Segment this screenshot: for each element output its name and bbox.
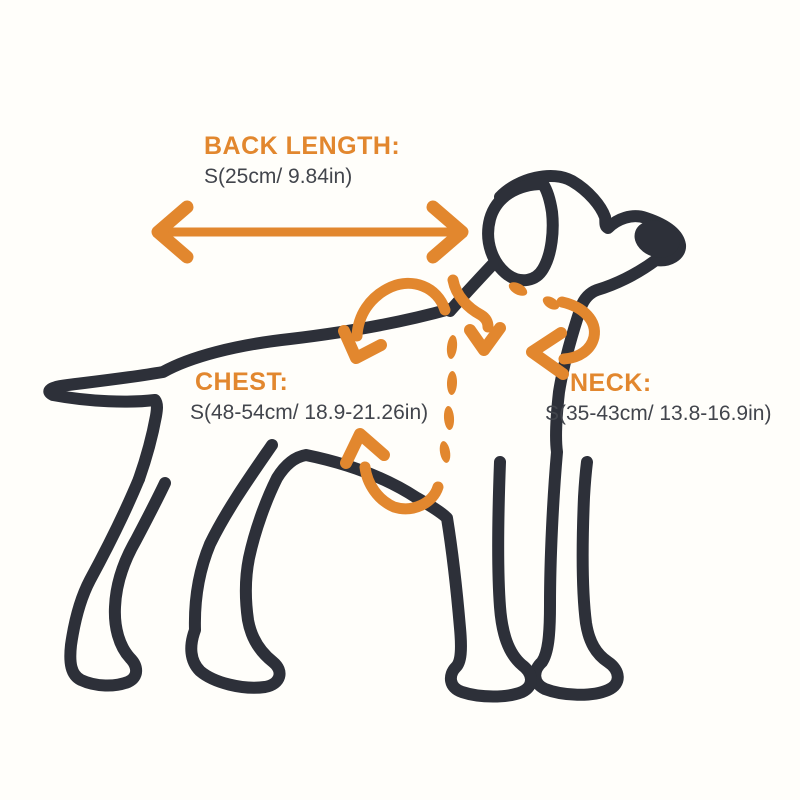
dog-outline bbox=[43, 170, 686, 703]
chest-dash bbox=[443, 406, 455, 430]
chest-dash bbox=[446, 335, 458, 359]
dog-rear-leg-far bbox=[64, 473, 171, 692]
belly-arrowhead bbox=[340, 428, 390, 469]
back-length-arrow bbox=[151, 200, 469, 264]
neck-value: S(35-43cm/ 13.8-16.9in) bbox=[545, 402, 772, 425]
chest-dash bbox=[446, 371, 458, 395]
belly-girth-arrow bbox=[340, 428, 444, 515]
measurement-arrows bbox=[151, 200, 600, 515]
chest-girth-arrow bbox=[338, 274, 506, 364]
back-length-value: S(25cm/ 9.84in) bbox=[204, 165, 353, 188]
dog-ear bbox=[482, 178, 559, 287]
dog-rear-leg-near-belly-front-leg-far bbox=[185, 439, 537, 703]
chest-arc-right bbox=[447, 274, 494, 333]
neck-arc bbox=[556, 296, 600, 365]
chest-dash bbox=[439, 441, 451, 463]
back-length-label: BACK LENGTH: S(25cm/ 9.84in) bbox=[204, 132, 400, 189]
neck-title: NECK: bbox=[570, 369, 652, 397]
neck-label: NECK: S(35-43cm/ 13.8-16.9in) bbox=[545, 369, 771, 426]
neck-arrowhead bbox=[526, 327, 569, 380]
chest-title: CHEST: bbox=[195, 368, 289, 396]
dog-nose bbox=[634, 220, 680, 258]
belly-arc bbox=[359, 461, 444, 515]
dog-topline-tail-rump bbox=[43, 303, 456, 485]
chest-label: CHEST: S(48-54cm/ 18.9-21.26in) bbox=[190, 368, 428, 425]
back-length-arrowhead-right bbox=[426, 200, 469, 264]
neck-dashed-line bbox=[508, 282, 560, 310]
chest-arrowhead-right bbox=[464, 322, 506, 356]
chest-arrowhead-left bbox=[338, 325, 387, 364]
chest-dashed-line bbox=[439, 335, 458, 463]
dog-head-chest-front-leg bbox=[494, 170, 686, 701]
back-length-title: BACK LENGTH: bbox=[204, 132, 401, 160]
neck-girth-arrow bbox=[526, 296, 600, 380]
chest-value: S(48-54cm/ 18.9-21.26in) bbox=[190, 401, 429, 424]
neck-dash bbox=[508, 282, 528, 296]
neck-dash bbox=[542, 296, 560, 310]
back-length-arrowhead-left bbox=[151, 200, 194, 264]
chest-arc-left bbox=[351, 278, 451, 342]
